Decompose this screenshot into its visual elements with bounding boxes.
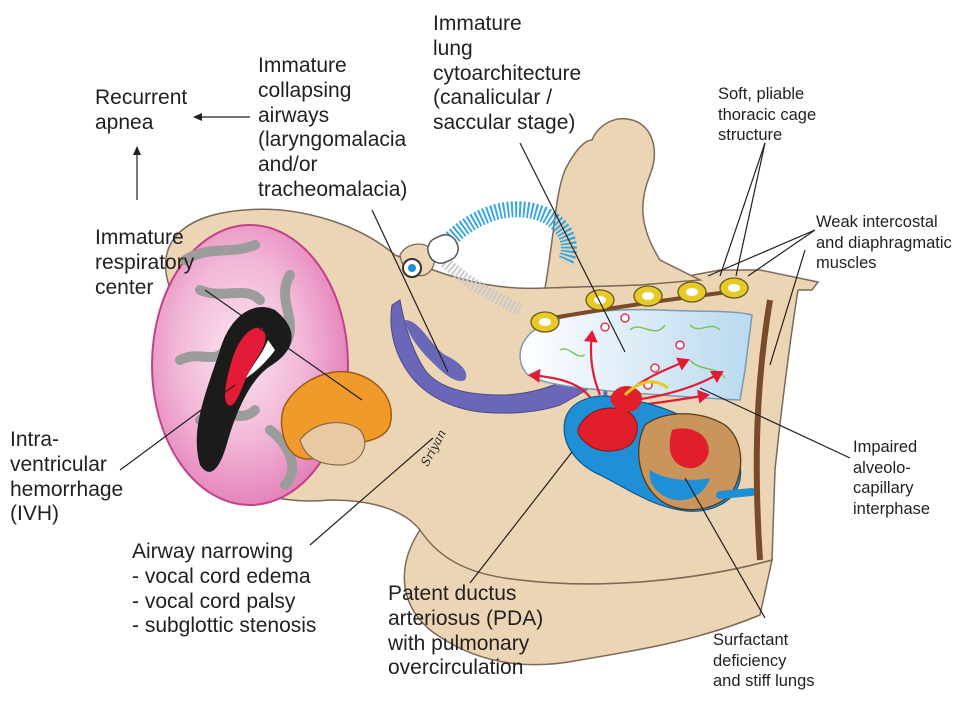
label-immature-respiratory-center: Immature respiratory center	[95, 226, 194, 300]
label-soft-thoracic-cage: Soft, pliable thoracic cage structure	[718, 84, 816, 146]
label-recurrent-apnea: Recurrent apnea	[95, 86, 187, 136]
aorta	[720, 492, 752, 495]
label-airway-narrowing: Airway narrowing - vocal cord edema - vo…	[132, 540, 316, 639]
label-impaired-interphase: Impaired alveolo- capillary interphase	[853, 437, 930, 520]
label-surfactant: Surfactant deficiency and stiff lungs	[713, 630, 815, 692]
label-immature-lung: Immature lung cytoarchitecture (canalicu…	[433, 12, 581, 136]
arm-raised	[545, 119, 700, 288]
label-immature-airways: Immature collapsing airways (laryngomala…	[258, 54, 407, 203]
label-pda: Patent ductus arteriosus (PDA) with pulm…	[388, 582, 543, 681]
label-weak-muscles: Weak intercostal and diaphragmatic muscl…	[816, 212, 952, 274]
label-ivh: Intra- ventricular hemorrhage (IVH)	[10, 428, 123, 527]
